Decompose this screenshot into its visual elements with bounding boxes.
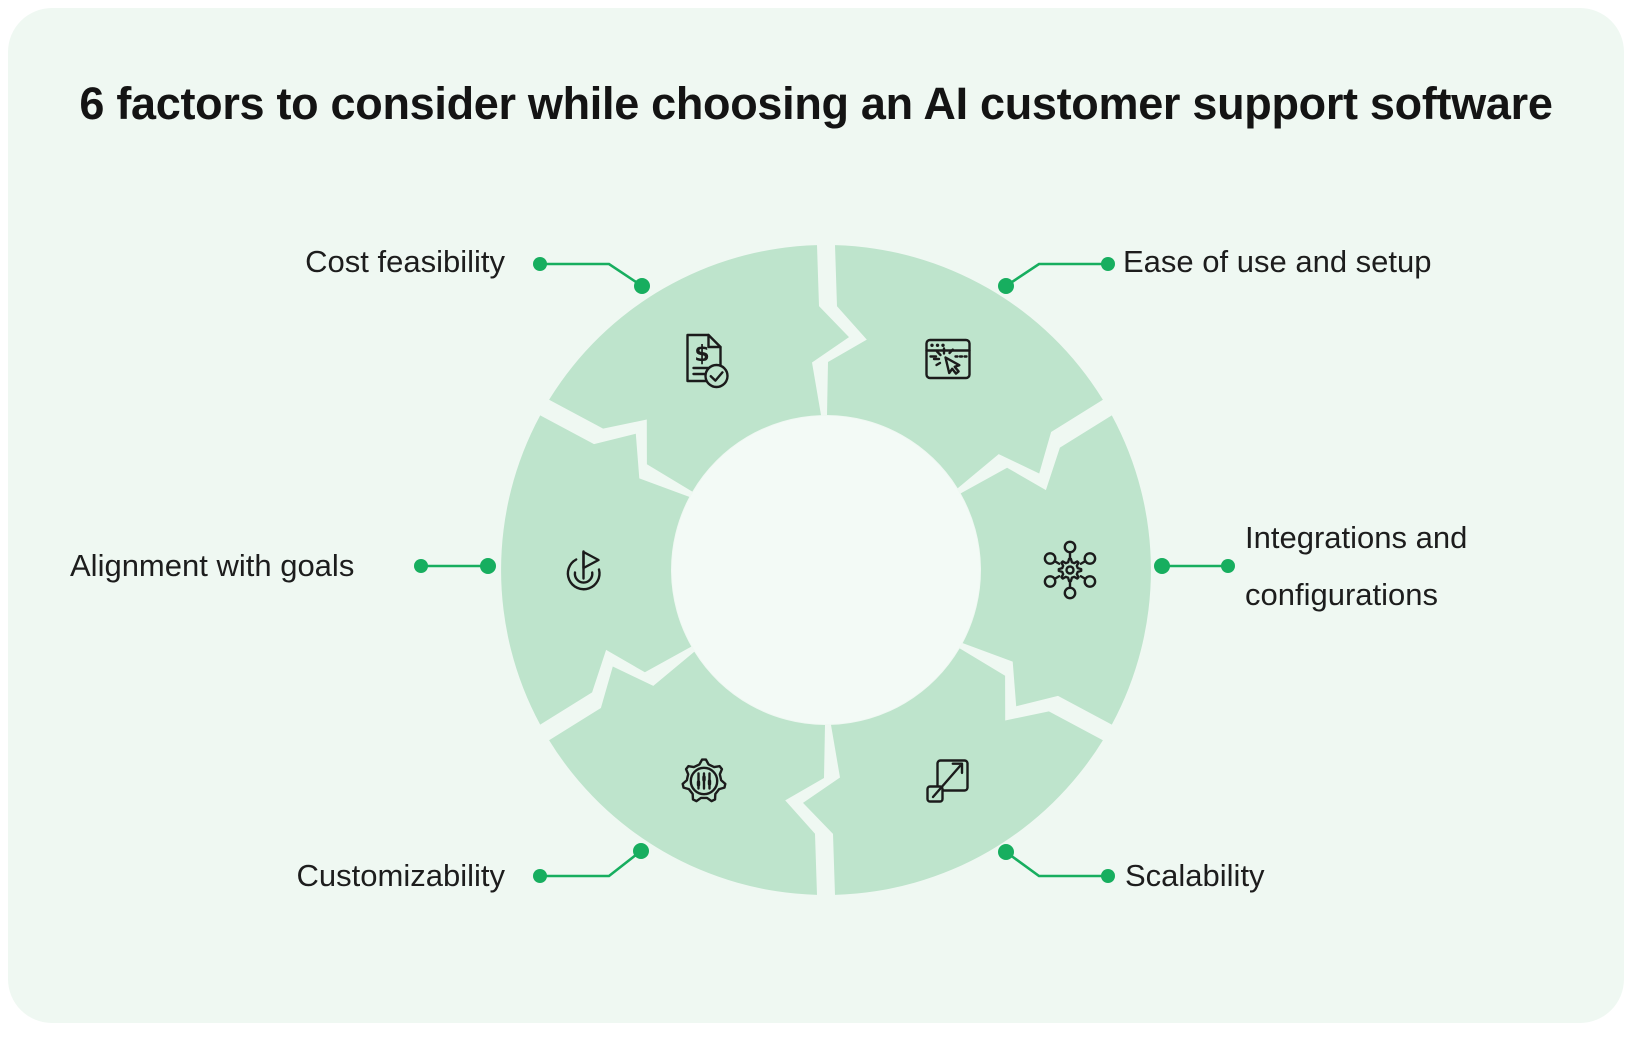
factor-label-ease-of-use: Ease of use and setup: [1123, 244, 1432, 279]
factor-label-integrations: Integrations and configurations: [1245, 520, 1468, 612]
gear-sliders-icon: [681, 758, 727, 803]
label-connectors: [414, 257, 1235, 883]
factor-label-scalability: Scalability: [1125, 858, 1265, 893]
connector-dot: [1221, 559, 1235, 573]
donut-center: [672, 416, 980, 724]
hub-node: [1083, 552, 1097, 565]
factor-label-cost-feasibility: Cost feasibility: [305, 244, 505, 279]
connector-dot: [633, 843, 649, 859]
factor-label-customizability: Customizability: [296, 858, 505, 893]
connector-line: [540, 849, 642, 878]
connector-dot: [1101, 869, 1115, 883]
donut-segment: [827, 245, 1103, 489]
svg-text:$: $: [694, 342, 709, 367]
connector-line: [540, 262, 643, 288]
page-title: 6 factors to consider while choosing an …: [79, 78, 1553, 129]
connector-dot: [533, 257, 547, 271]
connector-dot: [998, 844, 1014, 860]
connector-dot: [998, 278, 1014, 294]
hub-node: [1083, 575, 1097, 588]
goal-flag-icon: [566, 550, 601, 591]
factor-label-alignment: Alignment with goals: [70, 548, 355, 583]
connector-dot: [533, 869, 547, 883]
connector-dot: [634, 278, 650, 294]
donut-segment: [960, 415, 1151, 725]
integrations-hub-icon: [1043, 540, 1097, 600]
connector-dot: [414, 559, 428, 573]
connector-line: [1005, 850, 1108, 878]
browser-click-icon: [925, 338, 971, 380]
hub-node: [1043, 552, 1057, 565]
factors-donut-diagram: $: [414, 245, 1235, 895]
connector-line: [1005, 262, 1108, 288]
donut-segment: [803, 648, 1103, 895]
connector-dot: [1101, 257, 1115, 271]
hub-node: [1063, 540, 1077, 554]
connector-dot: [1154, 558, 1170, 574]
hub-node: [1063, 586, 1077, 600]
donut-segment: [501, 415, 692, 725]
hub-node: [1043, 575, 1057, 588]
infographic-card: 6 factors to consider while choosing an …: [8, 8, 1624, 1023]
scale-expand-icon: [926, 759, 969, 803]
document-dollar-icon: $: [686, 333, 729, 389]
connector-dot: [480, 558, 496, 574]
